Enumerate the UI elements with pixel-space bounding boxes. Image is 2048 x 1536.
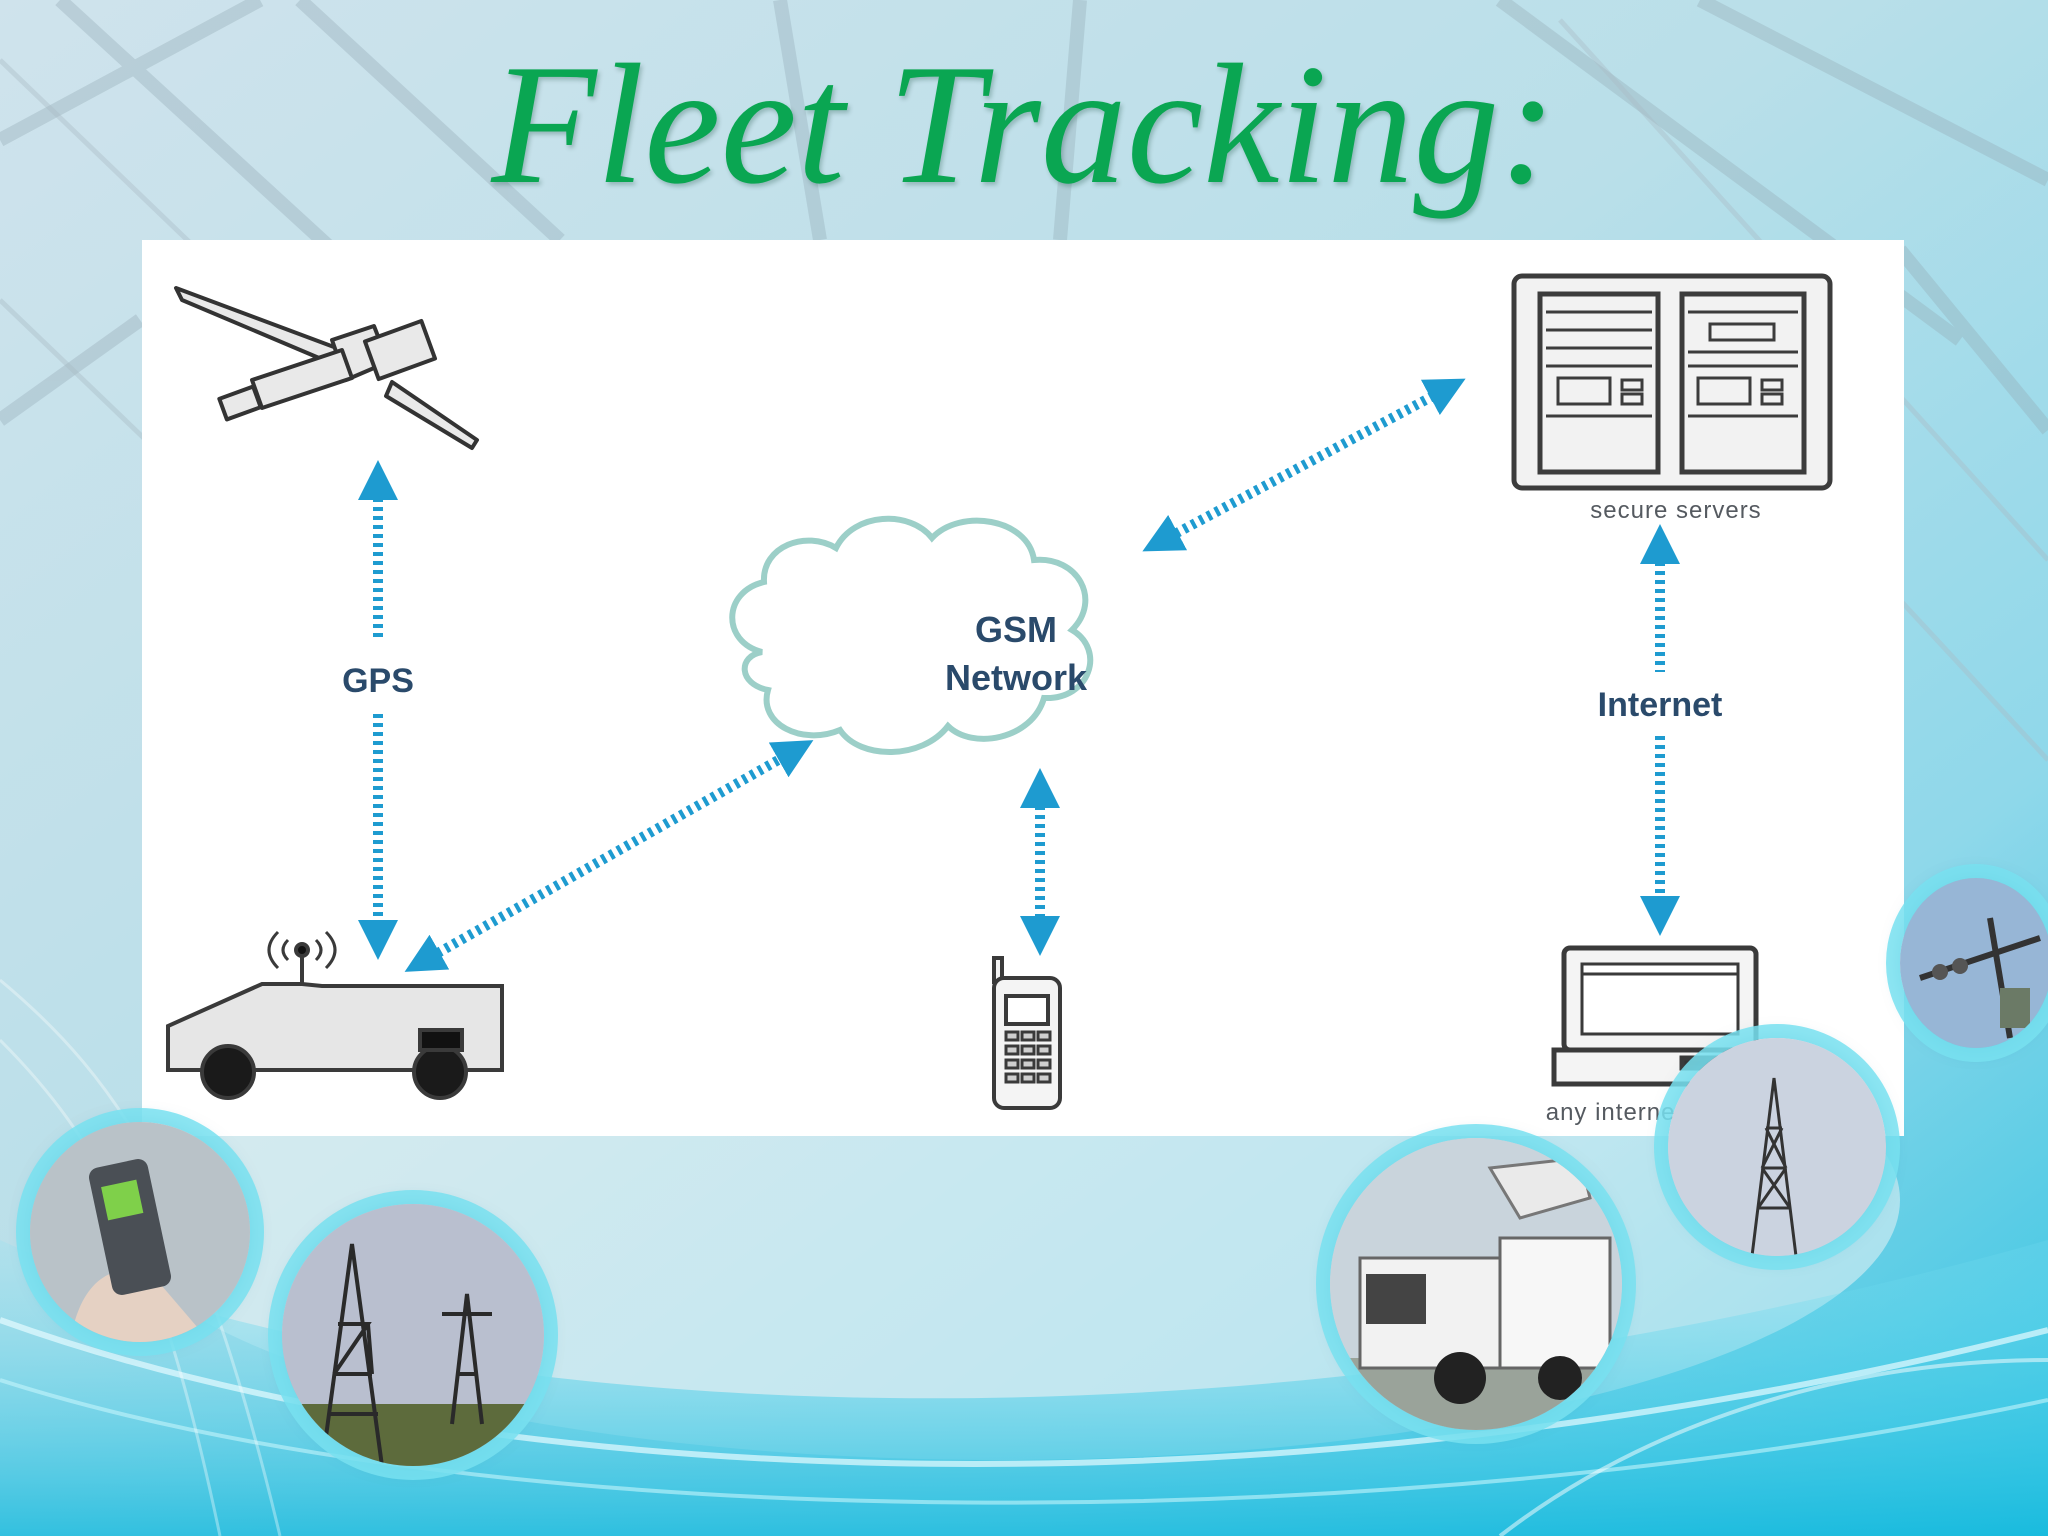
photo-utility-truck (1330, 1138, 1622, 1430)
slide-title: Fleet Tracking: (491, 30, 1557, 220)
servers-caption: secure servers (1590, 497, 1761, 524)
satellite-icon (174, 286, 479, 450)
gps-label: GPS (342, 662, 414, 700)
mobile-phone-icon (992, 956, 1062, 1110)
van-with-antenna-icon (166, 930, 504, 1100)
photo-power-towers (282, 1204, 544, 1466)
cloud-icon (729, 515, 1094, 755)
photo-cell-phone-in-hand (30, 1122, 250, 1342)
cloud-label-line1: GSM (975, 609, 1057, 650)
vehicle-to-cloud-link (404, 740, 814, 972)
cloud-label-line2: Network (945, 657, 1088, 698)
photo-line-insulators (1900, 878, 2048, 1048)
internet-label: Internet (1598, 686, 1723, 724)
photo-lattice-tower (1668, 1038, 1886, 1256)
server-rack-icon (1511, 273, 1833, 491)
fleet-tracking-diagram: secure servers GSM Network (142, 240, 1904, 1136)
cloud-to-servers-link (1142, 378, 1466, 552)
